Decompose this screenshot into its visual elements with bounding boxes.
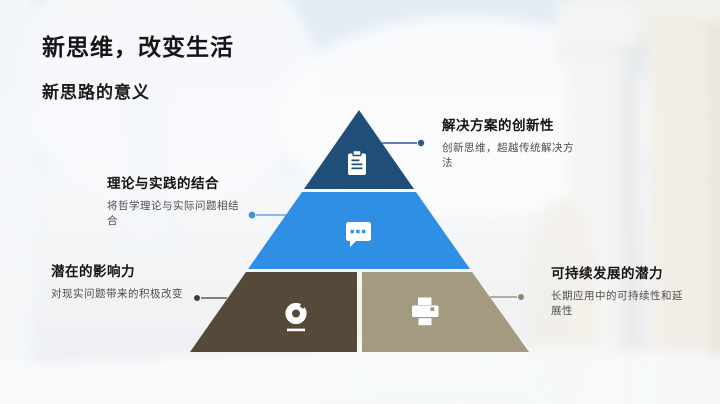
callout-innovation: 解决方案的创新性 创新思维，超越传统解决方法 <box>442 114 582 171</box>
connector-dot-theory <box>248 211 256 219</box>
connector-dot-impact <box>194 295 200 301</box>
connector-dot-innovation <box>417 139 425 147</box>
slide-title: 新思维，改变生活 <box>42 34 234 60</box>
pyramid-level-bottom-right <box>362 272 529 352</box>
callout-sustainability: 可持续发展的潜力 长期应用中的可持续性和延展性 <box>551 262 685 319</box>
callout-title: 理论与实践的结合 <box>107 176 219 191</box>
comment-icon <box>346 222 371 247</box>
callout-desc: 长期应用中的可持续性和延展性 <box>551 290 683 318</box>
callout-theory: 理论与实践的结合 将哲学理论与实际问题相结合 <box>107 172 239 229</box>
pyramid-level-bottom-left <box>190 272 357 352</box>
pyramid-level-top <box>304 110 414 189</box>
callout-title: 潜在的影响力 <box>51 264 135 279</box>
background-column-right-2 <box>648 22 720 404</box>
clipboard-icon <box>348 149 366 175</box>
callout-title: 可持续发展的潜力 <box>551 266 663 281</box>
printer-icon <box>412 297 439 326</box>
callout-desc: 对现实问题带来的积极改变 <box>51 288 183 300</box>
title-block: 新思维，改变生活 新思路的意义 <box>42 28 234 103</box>
callout-desc: 创新思维，超越传统解决方法 <box>442 142 574 170</box>
callout-desc: 将哲学理论与实际问题相结合 <box>107 200 239 228</box>
callout-title: 解决方案的创新性 <box>442 118 554 133</box>
background-column-left-2 <box>124 0 168 256</box>
background-column-left <box>0 0 34 404</box>
connector-dot-sustain <box>518 294 524 300</box>
slide-subtitle: 新思路的意义 <box>42 83 150 102</box>
donut-chart-icon <box>285 302 307 332</box>
callout-impact: 潜在的影响力 对现实问题带来的积极改变 <box>51 260 221 302</box>
